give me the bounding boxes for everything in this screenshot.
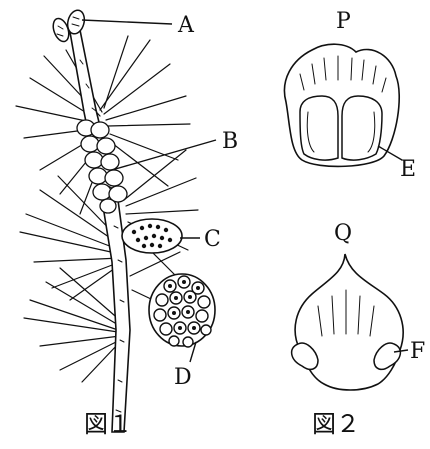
scale-Q-illustration — [292, 254, 404, 390]
cone-C — [122, 219, 182, 253]
label-F: F — [410, 339, 425, 364]
pollen-sac-right — [342, 96, 382, 160]
label-C: C — [204, 227, 221, 252]
label-A: A — [177, 13, 195, 38]
leader-line-A — [82, 20, 172, 24]
label-B: B — [222, 129, 238, 154]
label-P: P — [336, 9, 351, 34]
figure1-caption: 図１ — [84, 410, 132, 438]
figure2-caption: 図２ — [312, 410, 360, 438]
label-Q: Q — [334, 221, 352, 246]
label-D: D — [174, 365, 192, 390]
label-E: E — [400, 157, 416, 182]
pollen-sac-left — [300, 96, 338, 160]
cone-D — [149, 274, 215, 347]
male-cone-cluster-B — [77, 120, 127, 213]
